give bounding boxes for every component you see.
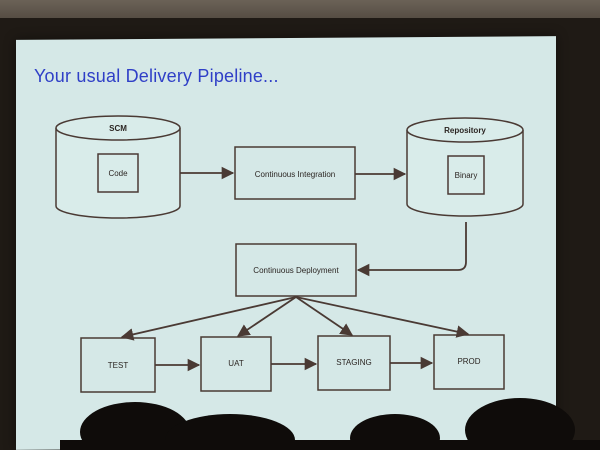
binary-label: Binary xyxy=(455,171,478,180)
ci-node: Continuous Integration xyxy=(234,146,356,200)
stage-test-label: TEST xyxy=(108,361,129,370)
code-box xyxy=(97,153,139,193)
arrow-cd-to-test xyxy=(120,296,297,341)
binary-box xyxy=(447,155,485,195)
stage-staging-label: STAGING xyxy=(336,358,371,367)
stage-uat: UAT xyxy=(200,336,272,392)
stage-test: TEST xyxy=(80,337,156,393)
ci-label: Continuous Integration xyxy=(255,170,336,179)
stage-uat-label: UAT xyxy=(228,359,244,368)
cd-label: Continuous Deployment xyxy=(253,266,339,275)
slide-title: Your usual Delivery Pipeline... xyxy=(34,66,279,86)
arrow-cd-to-uat xyxy=(236,296,297,337)
stage-staging: STAGING xyxy=(317,335,391,391)
arrow-cd-to-prod xyxy=(295,296,470,338)
stage-prod-label: PROD xyxy=(457,357,480,366)
stage-prod: PROD xyxy=(433,334,505,390)
repository-node: Repository Binary xyxy=(406,117,524,217)
repository-label: Repository xyxy=(444,126,486,135)
code-label: Code xyxy=(108,169,128,178)
arrow-repository-to-cd xyxy=(356,222,467,277)
cd-node: Continuous Deployment xyxy=(235,243,357,297)
scm-label: SCM xyxy=(109,124,127,133)
arrow-cd-to-staging xyxy=(295,296,354,336)
scm-node: SCM Code xyxy=(55,115,181,219)
